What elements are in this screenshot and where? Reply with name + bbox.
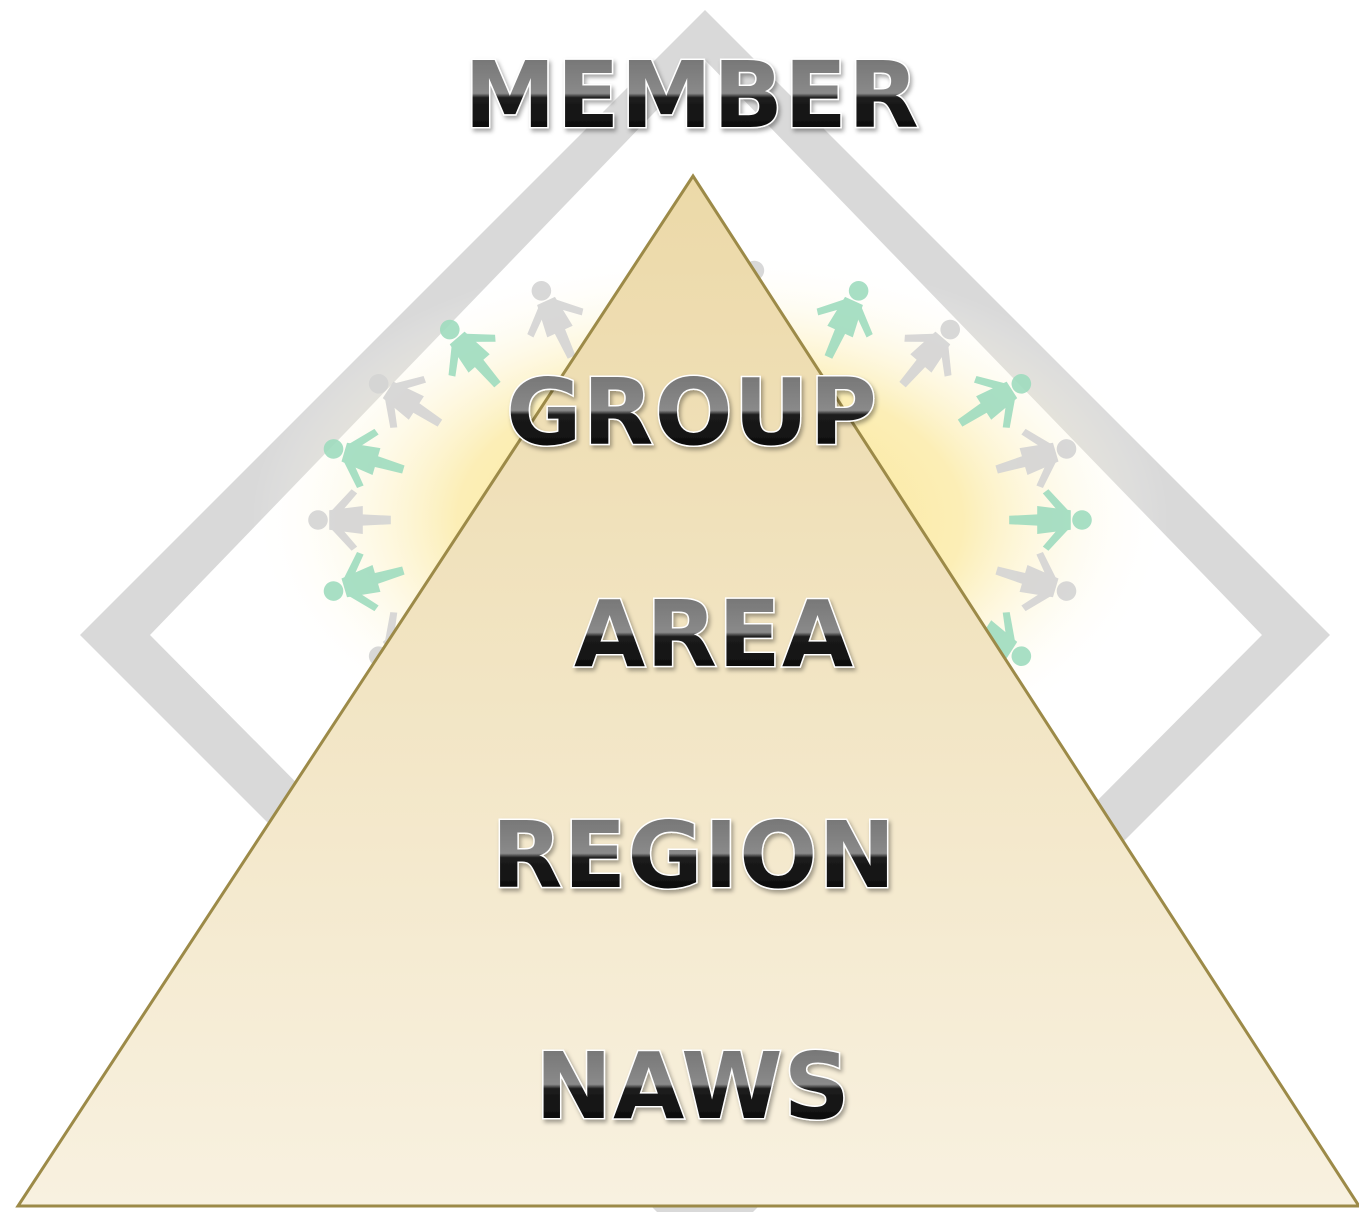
level-group-label: GROUP bbox=[506, 359, 878, 466]
level-naws-label: NAWS bbox=[535, 1033, 851, 1140]
pyramid bbox=[15, 173, 1359, 1208]
level-labels: MEMBER GROUP AREA REGION NAWS bbox=[463, 41, 921, 1142]
level-area-label: AREA bbox=[574, 581, 854, 688]
level-region-label: REGION bbox=[492, 802, 897, 909]
level-member-label: MEMBER bbox=[464, 42, 920, 149]
